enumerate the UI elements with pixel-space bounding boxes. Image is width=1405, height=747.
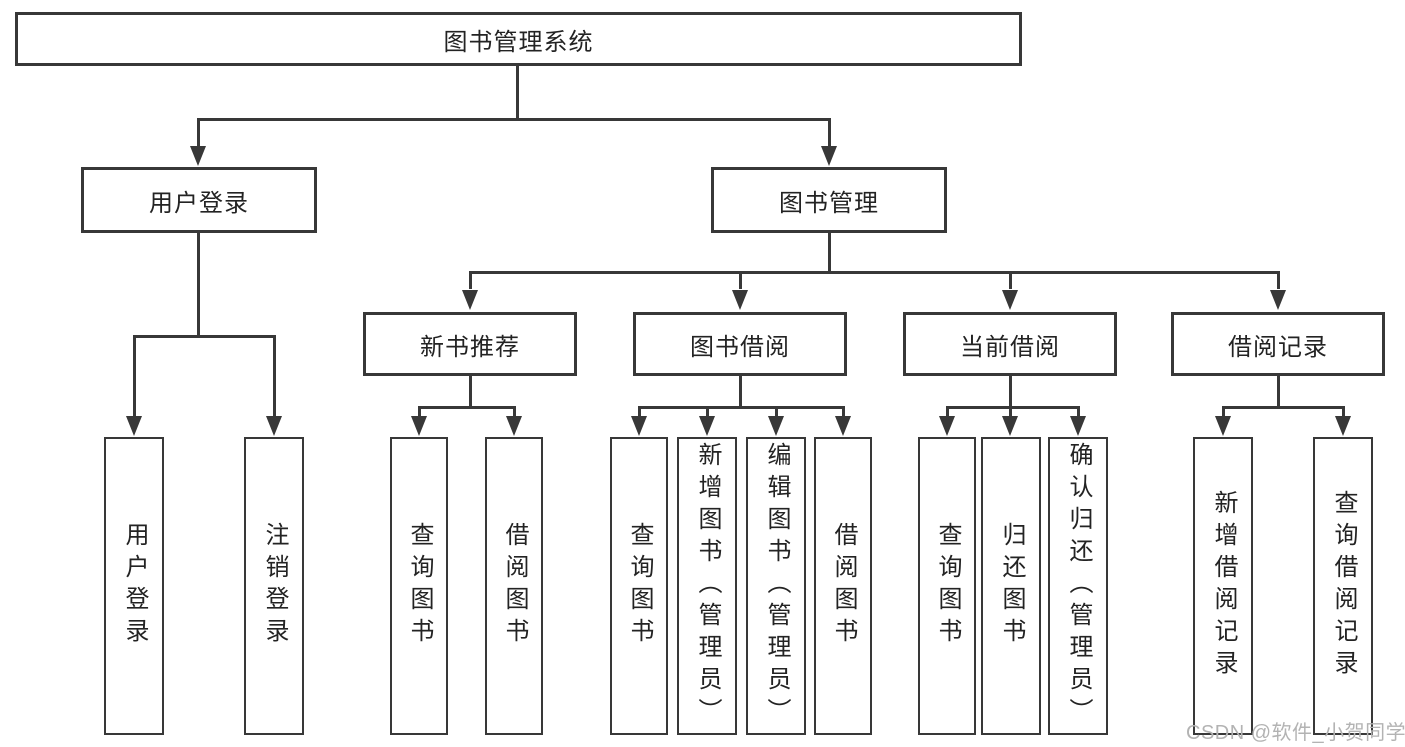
leaf-borrowing-add-book-admin-label: 新增图书（管理员） [694, 442, 721, 730]
leaf-current-return-book-label: 归还图书 [998, 522, 1025, 650]
connector-vline [469, 271, 472, 289]
node-book-borrowing: 图书借阅 [633, 312, 847, 376]
arrow-down-icon [1215, 416, 1231, 436]
connector-vline [516, 66, 519, 119]
arrow-down-icon [631, 416, 647, 436]
leaf-recommend-borrow-book: 借阅图书 [485, 437, 543, 735]
leaf-recommend-query-book: 查询图书 [390, 437, 448, 735]
connector-hline [1222, 406, 1344, 409]
connector-vline [469, 376, 472, 408]
arrow-down-icon [1002, 416, 1018, 436]
leaf-records-add-record-label: 新增借阅记录 [1210, 490, 1237, 682]
connector-hline [469, 271, 1279, 274]
arrow-down-icon [768, 416, 784, 436]
connector-vline [1009, 271, 1012, 289]
arrow-down-icon [1070, 416, 1086, 436]
leaf-logout-label: 注销登录 [261, 522, 288, 650]
node-library-system: 图书管理系统 [15, 12, 1022, 66]
arrow-down-icon [699, 416, 715, 436]
leaf-records-add-record: 新增借阅记录 [1193, 437, 1253, 735]
leaf-current-confirm-return-admin-label: 确认归还（管理员） [1065, 442, 1092, 730]
connector-hline [418, 406, 516, 409]
connector-vline [946, 406, 949, 416]
connector-vline [1277, 271, 1280, 289]
connector-hline [197, 118, 831, 121]
connector-vline [513, 406, 516, 416]
leaf-user-login: 用户登录 [104, 437, 164, 735]
arrow-down-icon [506, 416, 522, 436]
arrow-down-icon [126, 416, 142, 436]
connector-vline [273, 335, 276, 417]
connector-vline [133, 335, 136, 417]
node-book-management: 图书管理 [711, 167, 947, 233]
connector-hline [638, 406, 845, 409]
leaf-current-confirm-return-admin: 确认归还（管理员） [1048, 437, 1108, 735]
connector-vline [828, 118, 831, 148]
node-new-book-recommend: 新书推荐 [363, 312, 577, 376]
arrow-down-icon [835, 416, 851, 436]
connector-vline [197, 118, 200, 148]
connector-hline [133, 335, 275, 338]
connector-vline [197, 233, 200, 337]
leaf-recommend-borrow-book-label: 借阅图书 [501, 522, 528, 650]
connector-vline [418, 406, 421, 416]
leaf-records-query-record-label: 查询借阅记录 [1330, 490, 1357, 682]
arrow-down-icon [821, 146, 837, 166]
leaf-records-query-record: 查询借阅记录 [1313, 437, 1373, 735]
connector-vline [775, 406, 778, 416]
leaf-current-query-book-label: 查询图书 [934, 522, 961, 650]
connector-vline [1222, 406, 1225, 416]
leaf-user-login-label: 用户登录 [121, 522, 148, 650]
node-user-login: 用户登录 [81, 167, 317, 233]
arrow-down-icon [462, 290, 478, 310]
leaf-borrowing-edit-book-admin-label: 编辑图书（管理员） [763, 442, 790, 730]
connector-vline [1009, 376, 1012, 408]
leaf-borrowing-edit-book-admin: 编辑图书（管理员） [746, 437, 806, 735]
leaf-borrowing-add-book-admin: 新增图书（管理员） [677, 437, 737, 735]
arrow-down-icon [1270, 290, 1286, 310]
leaf-borrowing-borrow-book: 借阅图书 [814, 437, 872, 735]
connector-vline [638, 406, 641, 416]
node-borrow-records: 借阅记录 [1171, 312, 1385, 376]
arrow-down-icon [732, 290, 748, 310]
connector-vline [842, 406, 845, 416]
connector-vline [1277, 376, 1280, 408]
connector-vline [828, 233, 831, 273]
arrow-down-icon [266, 416, 282, 436]
arrow-down-icon [1002, 290, 1018, 310]
leaf-borrowing-borrow-book-label: 借阅图书 [830, 522, 857, 650]
arrow-down-icon [1335, 416, 1351, 436]
connector-vline [739, 376, 742, 408]
arrow-down-icon [939, 416, 955, 436]
leaf-borrowing-query-book-label: 查询图书 [626, 522, 653, 650]
leaf-current-return-book: 归还图书 [981, 437, 1041, 735]
arrow-down-icon [411, 416, 427, 436]
node-current-borrowing: 当前借阅 [903, 312, 1117, 376]
leaf-recommend-query-book-label: 查询图书 [406, 522, 433, 650]
leaf-current-query-book: 查询图书 [918, 437, 976, 735]
connector-hline [946, 406, 1079, 409]
connector-vline [1342, 406, 1345, 416]
arrow-down-icon [190, 146, 206, 166]
connector-vline [1077, 406, 1080, 416]
connector-vline [739, 271, 742, 289]
watermark: CSDN @软件_小贺同学 [1186, 722, 1405, 744]
connector-vline [706, 406, 709, 416]
leaf-borrowing-query-book: 查询图书 [610, 437, 668, 735]
connector-vline [1009, 406, 1012, 416]
leaf-logout: 注销登录 [244, 437, 304, 735]
